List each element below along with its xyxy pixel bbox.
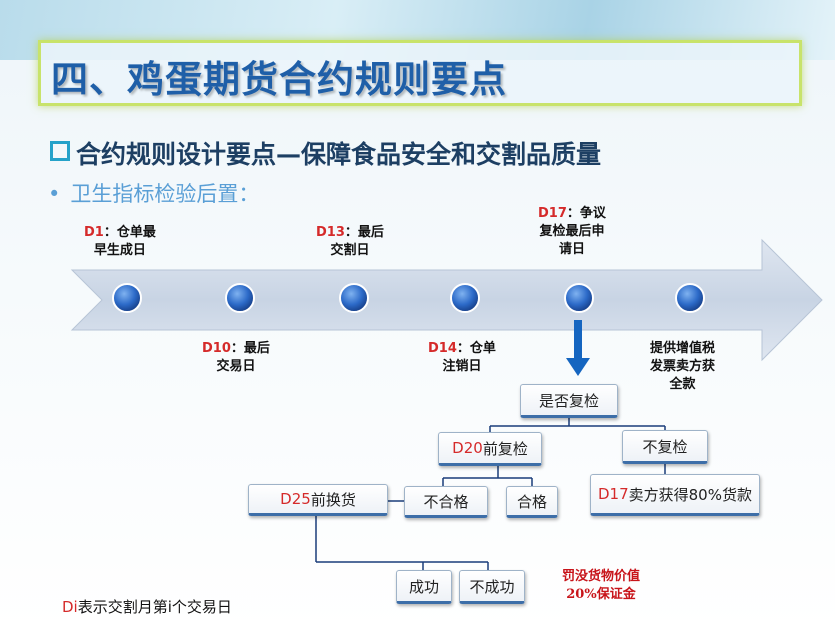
pass-box: 合格 — [506, 486, 558, 518]
subtitle-text: 合约规则设计要点—保障食品安全和交割品质量 — [76, 140, 602, 169]
dot-bullet-icon: • — [48, 182, 61, 206]
down-arrow-shaft — [574, 320, 582, 360]
bullet-point: • 卫生指标检验后置： — [48, 178, 259, 208]
milestone-d14: D14：仓单 注销日 — [428, 341, 496, 374]
square-bullet-icon — [50, 141, 70, 161]
flow-connectors — [315, 418, 666, 570]
title-banner: 四、鸡蛋期货合约规则要点 — [38, 40, 802, 106]
bullet-text: 卫生指标检验后置： — [70, 182, 260, 206]
timeline-dot — [675, 283, 705, 313]
timeline-dot — [564, 283, 594, 313]
down-arrow-head — [566, 358, 590, 376]
footnote: Di表示交割月第i个交易日 — [62, 598, 232, 616]
not-success-box: 不成功 — [459, 570, 525, 604]
timeline-dot — [339, 283, 369, 313]
success-box: 成功 — [396, 570, 452, 604]
timeline-arrow — [70, 238, 823, 362]
milestone-d1: D1：仓单最 早生成日 — [84, 225, 156, 258]
timeline-dot — [225, 283, 255, 313]
milestone-d10: D10：最后 交易日 — [202, 341, 270, 374]
penalty-note: 罚没货物价值 20%保证金 — [561, 569, 640, 602]
milestone-d13: D13：最后 交割日 — [316, 225, 384, 258]
milestone-invoice: 提供增值税 发票卖方获 全款 — [650, 341, 716, 392]
page-title: 四、鸡蛋期货合约规则要点 — [51, 58, 507, 101]
no-recheck-box: 不复检 — [622, 430, 708, 464]
recheck-question-box: 是否复检 — [520, 384, 618, 418]
timeline-dot — [112, 283, 142, 313]
subtitle: 合约规则设计要点—保障食品安全和交割品质量 — [50, 135, 601, 171]
fail-box: 不合格 — [404, 486, 488, 518]
timeline-dot — [450, 283, 480, 313]
milestone-d17: D17：争议 复检最后申 请日 — [538, 206, 606, 257]
